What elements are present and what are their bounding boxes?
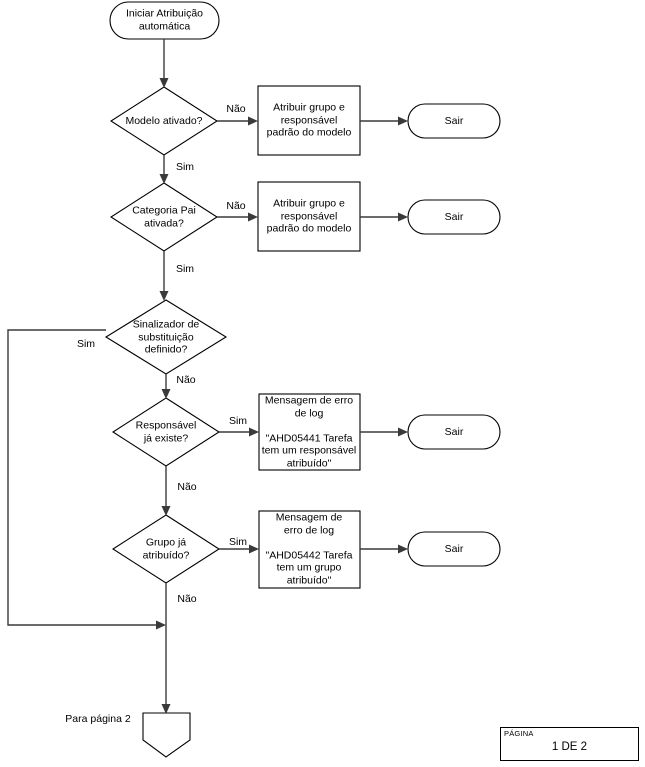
node-d1-shape[interactable] (109, 86, 219, 156)
page-footer-value: 1 DE 2 (551, 741, 588, 753)
node-e1-shape[interactable] (407, 103, 501, 139)
arrowhead-d4-to-p3 (249, 427, 259, 437)
arrowhead-d1-to-d2 (159, 174, 169, 184)
node-d2-shape[interactable] (109, 182, 219, 252)
arrowhead-d5-to-p4 (249, 544, 259, 554)
edge-d3-yes-loop (7, 329, 159, 626)
node-e4-shape[interactable] (407, 531, 501, 567)
node-d4-shape[interactable] (111, 397, 221, 467)
node-d3-shape[interactable] (104, 299, 228, 375)
arrowhead-d3-to-d4 (161, 389, 171, 399)
node-p4-shape[interactable] (258, 510, 361, 589)
node-e2-shape[interactable] (407, 199, 501, 235)
node-p1-shape[interactable] (257, 85, 361, 156)
page-footer-caption: PÁGINA (504, 729, 534, 738)
node-e3-shape[interactable] (407, 414, 501, 450)
node-d5-shape[interactable] (111, 514, 221, 584)
arrowhead-p4-to-e4 (398, 544, 408, 554)
arrowhead-p3-to-e3 (398, 427, 408, 437)
node-start-shape[interactable] (109, 1, 220, 40)
arrowhead-d5-to-offpage (161, 704, 171, 714)
page-footer-box: PÁGINA 1 DE 2 (500, 727, 639, 761)
arrowhead-d3-yes-loop (156, 620, 166, 630)
arrowhead-p1-to-e1 (398, 116, 408, 126)
arrowhead-start-to-d1 (159, 78, 169, 88)
arrowhead-d2-to-d3 (159, 291, 169, 301)
node-offpage-shape[interactable] (142, 712, 191, 758)
node-p2-shape[interactable] (257, 181, 361, 252)
arrowhead-p2-to-e2 (398, 212, 408, 222)
arrowhead-d1-to-p1 (248, 116, 258, 126)
arrowhead-d2-to-p2 (248, 212, 258, 222)
arrowhead-d4-to-d5 (161, 506, 171, 516)
node-p3-shape[interactable] (258, 393, 361, 471)
